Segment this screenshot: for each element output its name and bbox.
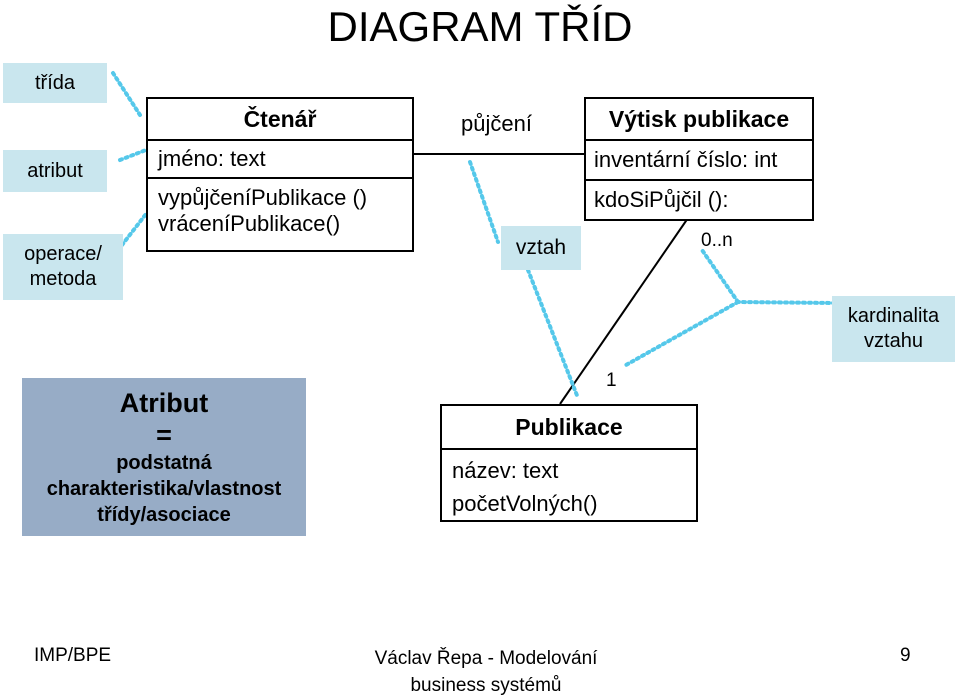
note-line: charakteristika/vlastnost xyxy=(46,478,282,500)
dotted-line-kardinalita-a xyxy=(736,300,837,305)
class-publikace-attribute: početVolných() xyxy=(452,491,598,516)
multiplicity-one: 1 xyxy=(606,370,617,391)
relation-name: půjčení xyxy=(461,111,532,136)
legend-label-vztah: vztah xyxy=(501,226,581,270)
legend-label-kardinalita: kardinalita vztahu xyxy=(832,296,955,362)
note-line: podstatná xyxy=(116,452,212,474)
class-ctenar-name: Čtenář xyxy=(243,106,317,132)
footer-page-number: 9 xyxy=(900,645,911,666)
class-ctenar-attributes: jméno: text xyxy=(148,139,412,177)
class-publikace: Publikace název: text početVolných() xyxy=(440,404,698,522)
dotted-line-operace xyxy=(120,212,148,247)
legend-label-operace-line1: operace/ xyxy=(24,243,102,265)
dotted-line-trida xyxy=(111,71,142,117)
legend-label-operace: operace/ metoda xyxy=(3,234,123,300)
class-ctenar-attribute: jméno: text xyxy=(158,146,266,171)
legend-label-kardinalita-line2: vztahu xyxy=(864,330,923,352)
class-ctenar-operation: vypůjčeníPublikace () xyxy=(158,185,368,210)
class-vytisk-attributes: inventární číslo: int xyxy=(586,139,812,179)
multiplicity-many: 0..n xyxy=(701,230,733,251)
class-vytisk-operations: kdoSiPůjčil (): xyxy=(586,179,812,219)
dotted-line-kardinalita-b xyxy=(700,248,740,304)
footer-author: Václav Řepa - Modelování business systém… xyxy=(336,645,636,699)
legend-label-operace-line2: metoda xyxy=(29,268,97,290)
legend-label-atribut: atribut xyxy=(3,150,107,192)
dotted-line-atribut xyxy=(118,148,148,162)
footer-course: IMP/BPE xyxy=(34,645,112,666)
class-ctenar-operations: vypůjčeníPublikace () vráceníPublikace() xyxy=(148,177,412,237)
class-vytisk-publikace: Výtisk publikace inventární číslo: int k… xyxy=(584,97,814,221)
legend-label-vztah-text: vztah xyxy=(515,236,567,259)
class-ctenar-operation: vráceníPublikace() xyxy=(158,211,341,236)
attribute-definition-note: Atribut = podstatná charakteristika/vlas… xyxy=(22,378,306,536)
page-title: DIAGRAM TŘÍD xyxy=(327,3,633,50)
class-publikace-attributes: název: text početVolných() xyxy=(442,448,696,520)
class-vytisk-attribute: inventární číslo: int xyxy=(594,147,778,172)
legend-label-trida: třída xyxy=(3,63,107,103)
note-heading: Atribut xyxy=(119,388,209,418)
class-publikace-attribute: název: text xyxy=(452,458,559,483)
dotted-line-kardinalita-c xyxy=(624,300,740,367)
note-equals: = xyxy=(156,420,172,450)
note-line: třídy/asociace xyxy=(97,504,231,526)
dotted-line-vztah-top xyxy=(468,160,500,244)
class-vytisk-operation: kdoSiPůjčil (): xyxy=(594,187,729,212)
footer-author-line2: business systémů xyxy=(410,675,562,696)
dotted-line-vztah-bottom xyxy=(526,268,580,400)
class-publikace-name: Publikace xyxy=(515,414,623,440)
class-vytisk-name: Výtisk publikace xyxy=(608,106,790,132)
association-line-vytisk-publikace xyxy=(559,217,689,405)
footer-author-line1: Václav Řepa - Modelování xyxy=(374,648,598,669)
class-ctenar: Čtenář jméno: text vypůjčeníPublikace ()… xyxy=(146,97,414,252)
legend-label-kardinalita-line1: kardinalita xyxy=(847,305,940,327)
